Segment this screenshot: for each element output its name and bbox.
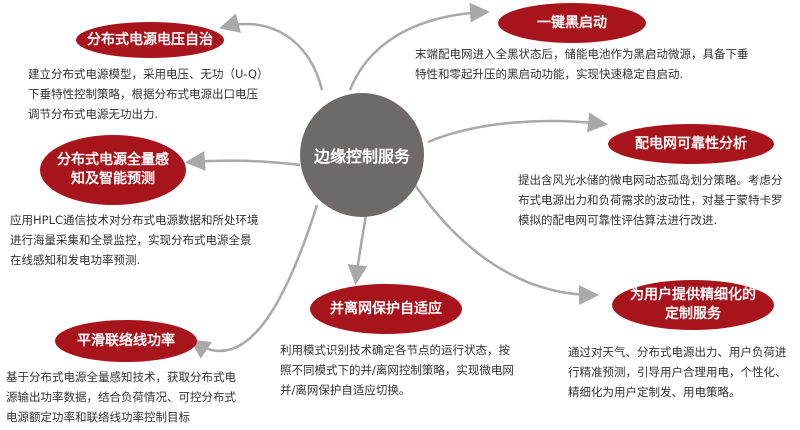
node-title: 一键黑启动 bbox=[537, 14, 607, 31]
node-grid-protection: 并离网保护自适应 bbox=[310, 284, 462, 334]
arrow-grid-protection bbox=[347, 214, 368, 285]
node-desc: 通过对天气、分布式电源出力、用户负荷进行精准预测，引导用户合理用电，个性化、精细… bbox=[568, 345, 787, 399]
node-title: 分布式电源全量感知及智能预测 bbox=[57, 152, 169, 187]
center-hub: 边缘控制服务 bbox=[300, 93, 424, 217]
node-desc: 提出含风光水储的微电网动态孤岛划分策略。考虑分布式电源出力和负荷需求的波动性，对… bbox=[518, 173, 783, 227]
node-desc: 末端配电网进入全黑状态后，储能电池作为黑启动微源，具备下垂特性和零起升压的黑启动… bbox=[415, 47, 749, 81]
arrow-custom-service bbox=[413, 184, 599, 305]
arrow-reliability bbox=[427, 112, 608, 144]
arrow-perception bbox=[185, 151, 301, 171]
node-desc: 应用HPLC通信技术对分布式电源数据和所处环境进行海量采集和全景监控，实现分布式… bbox=[10, 213, 259, 267]
node-custom-service: 为用户提供精细化的定制服务 bbox=[612, 280, 774, 330]
node-desc: 利用模式识别技术确定各节点的运行状态，按照不同模式下的并/离网控制策略，实现微电… bbox=[280, 343, 514, 397]
node-title: 平滑联络线功率 bbox=[77, 332, 175, 349]
node-reliability-analysis: 配电网可靠性分析 bbox=[608, 124, 774, 164]
hub-label: 边缘控制服务 bbox=[313, 147, 410, 166]
node-voltage-autonomy: 分布式电源电压自治 bbox=[76, 22, 224, 58]
node-black-start: 一键黑启动 bbox=[498, 3, 646, 43]
arrow-blackstart bbox=[348, 2, 490, 91]
arrow-tie-line bbox=[189, 204, 319, 359]
node-desc: 基于分布式电源全量感知技术，获取分布式电源输出功率数据，结合负荷情况、可控分布式… bbox=[6, 370, 236, 424]
node-title: 为用户提供精细化的定制服务 bbox=[630, 287, 756, 322]
node-title: 配电网可靠性分析 bbox=[635, 135, 747, 152]
node-perception-prediction: 分布式电源全量感知及智能预测 bbox=[40, 135, 186, 205]
node-tie-line-power: 平滑联络线功率 bbox=[55, 320, 197, 362]
node-title: 分布式电源电压自治 bbox=[87, 31, 213, 48]
node-desc: 建立分布式电源模型，采用电压、无功（U-Q）下垂特性控制策略，根据分布式电源出口… bbox=[28, 67, 263, 121]
node-title: 并离网保护自适应 bbox=[330, 300, 442, 317]
arrow-voltage bbox=[219, 13, 324, 91]
